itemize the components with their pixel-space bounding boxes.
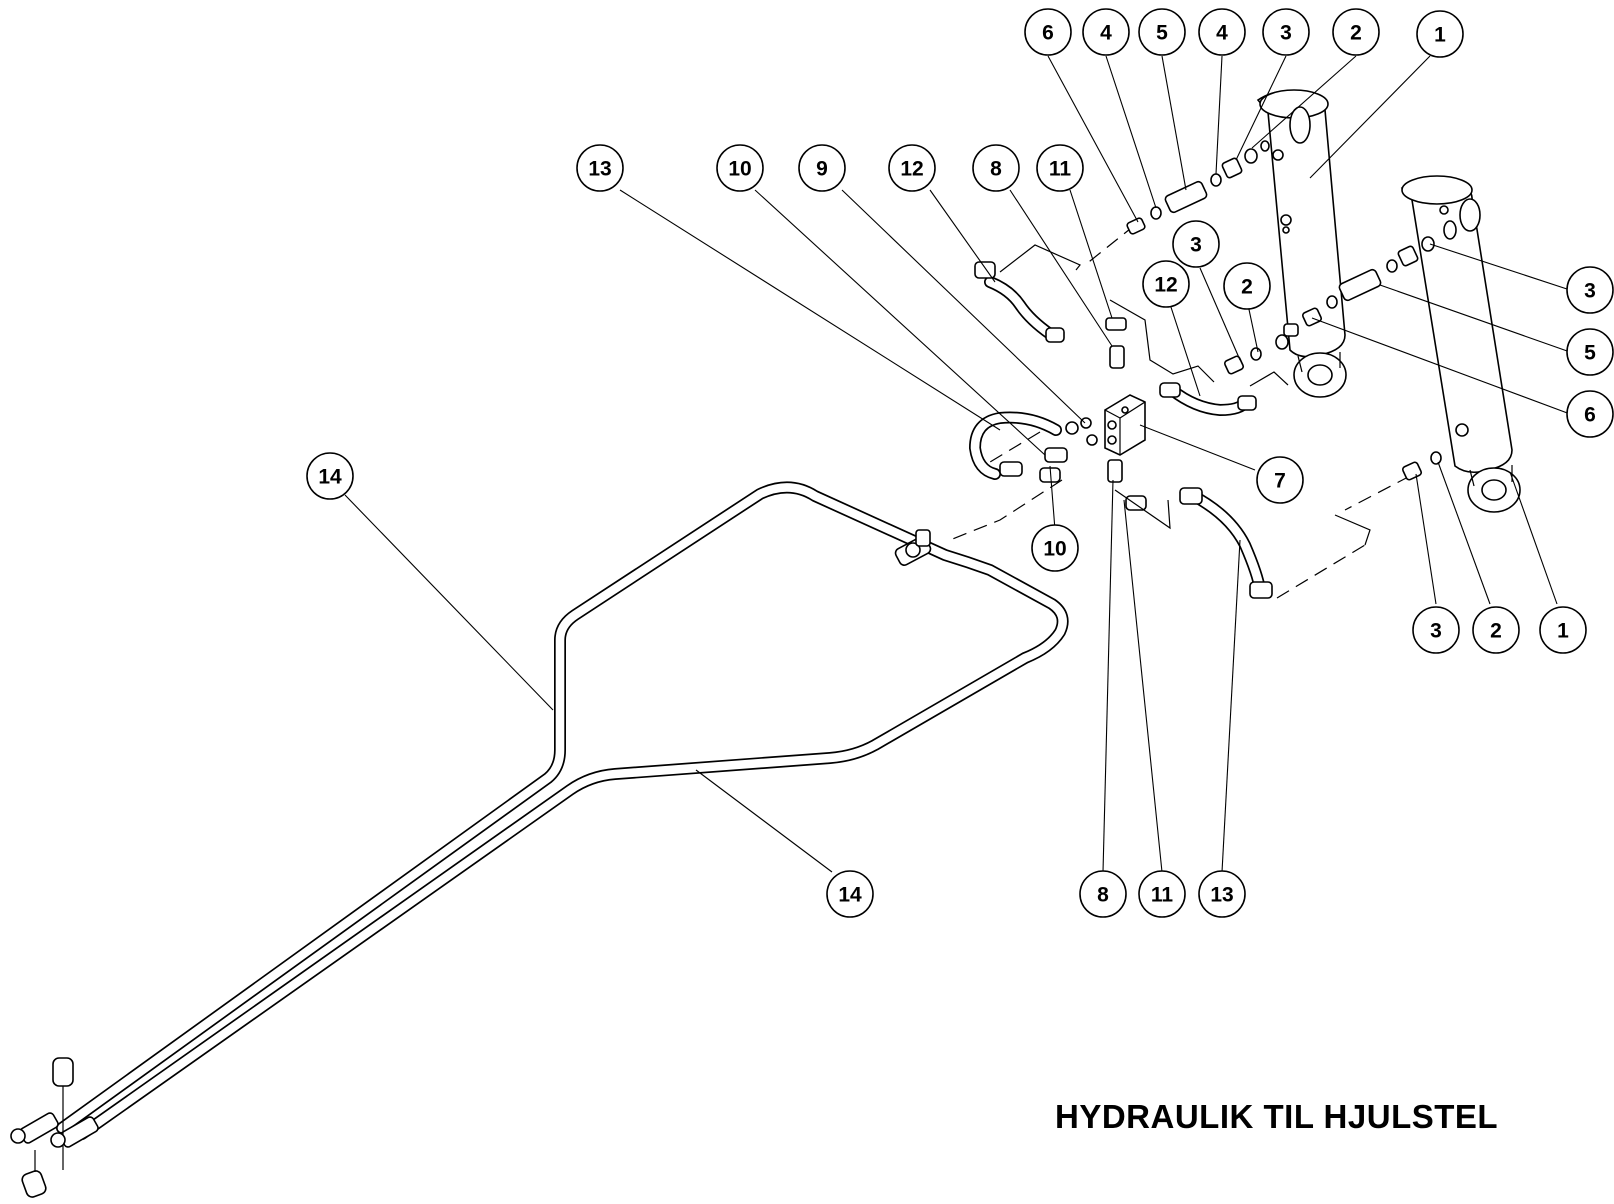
callout-12-upper: 12 [888,144,936,192]
callout-2-top: 2 [1332,8,1380,56]
callout-label: 6 [1584,404,1596,427]
callout-14-lower: 14 [826,870,874,918]
callout-label: 4 [1216,22,1228,45]
fittings-middle-row [1223,334,1289,375]
callout-9: 9 [798,144,846,192]
routing-lines [949,224,1411,599]
callout-label: 4 [1100,22,1112,45]
callout-8-upper: 8 [972,144,1020,192]
callout-1-bottom-right: 1 [1539,606,1587,654]
callout-10-upper: 10 [716,144,764,192]
callout-11-upper: 11 [1036,144,1084,192]
drawing-title: HYDRAULIK TIL HJULSTEL [1055,1098,1499,1135]
callout-11-lower: 11 [1138,870,1186,918]
callout-label: 5 [1156,22,1168,45]
callout-14-upper: 14 [306,452,354,500]
callout-5-right: 5 [1566,328,1614,376]
callout-2-middle: 2 [1223,262,1271,310]
callout-3-top: 3 [1262,8,1310,56]
callout-label: 3 [1430,620,1442,643]
short-hose-left [969,411,1062,480]
callout-5-top: 5 [1138,8,1186,56]
callout-label: 12 [900,158,923,181]
callout-label: 2 [1490,620,1502,643]
callout-label: 6 [1042,22,1054,45]
callout-7: 7 [1256,456,1304,504]
callout-label: 8 [990,158,1002,181]
callout-label: 13 [588,158,611,181]
callout-label: 11 [1049,158,1072,181]
callout-6-right: 6 [1566,390,1614,438]
distribution-block [1104,394,1146,456]
hose-lower-right [1179,487,1273,599]
callout-3-middle: 3 [1172,220,1220,268]
callout-label: 14 [838,884,862,907]
callout-3-bottom-right: 3 [1412,606,1460,654]
hose-fitting-center [894,529,932,566]
callout-label: 3 [1190,234,1202,257]
callout-label: 5 [1584,342,1596,365]
callout-label: 8 [1097,884,1109,907]
callout-label: 7 [1274,470,1286,493]
fittings-right-row [1301,236,1435,327]
callout-label: 1 [1434,24,1446,47]
callout-label: 14 [318,466,342,489]
callout-4-top-left: 4 [1082,8,1130,56]
callout-label: 10 [1043,538,1066,561]
callouts: 6 4 5 4 3 2 1 13 10 9 12 8 11 3 12 2 3 5… [306,8,1614,918]
callout-label: 13 [1210,884,1233,907]
callout-label: 2 [1350,22,1362,45]
block-fittings [1039,317,1147,511]
callout-label: 11 [1151,884,1174,907]
callout-label: 3 [1280,22,1292,45]
callout-13-upper: 13 [576,144,624,192]
leader-lines [344,55,1571,873]
fittings-upper-row [1126,140,1270,235]
callout-4-top-right: 4 [1198,8,1246,56]
callout-label: 9 [816,158,828,181]
callout-label: 12 [1154,274,1177,297]
callout-1-top: 1 [1416,10,1464,58]
callout-6-top: 6 [1024,8,1072,56]
callout-2-bottom-right: 2 [1472,606,1520,654]
callout-label: 2 [1241,276,1253,299]
hydraulic-hose-pair [56,481,1069,1140]
callout-label: 1 [1557,620,1569,643]
hydraulic-cylinder-lower [1400,175,1521,513]
fittings-lower-row [1401,451,1442,481]
quick-coupling-left [10,1057,99,1198]
callout-13-lower: 13 [1198,870,1246,918]
callout-label: 10 [728,158,751,181]
short-hose-middle [1159,382,1257,416]
callout-10-lower: 10 [1031,524,1079,572]
hydraulic-cylinder-upper [1256,89,1347,398]
callout-8-lower: 8 [1079,870,1127,918]
callout-label: 3 [1584,280,1596,303]
callout-12-middle: 12 [1142,260,1190,308]
callout-3-right: 3 [1566,266,1614,314]
